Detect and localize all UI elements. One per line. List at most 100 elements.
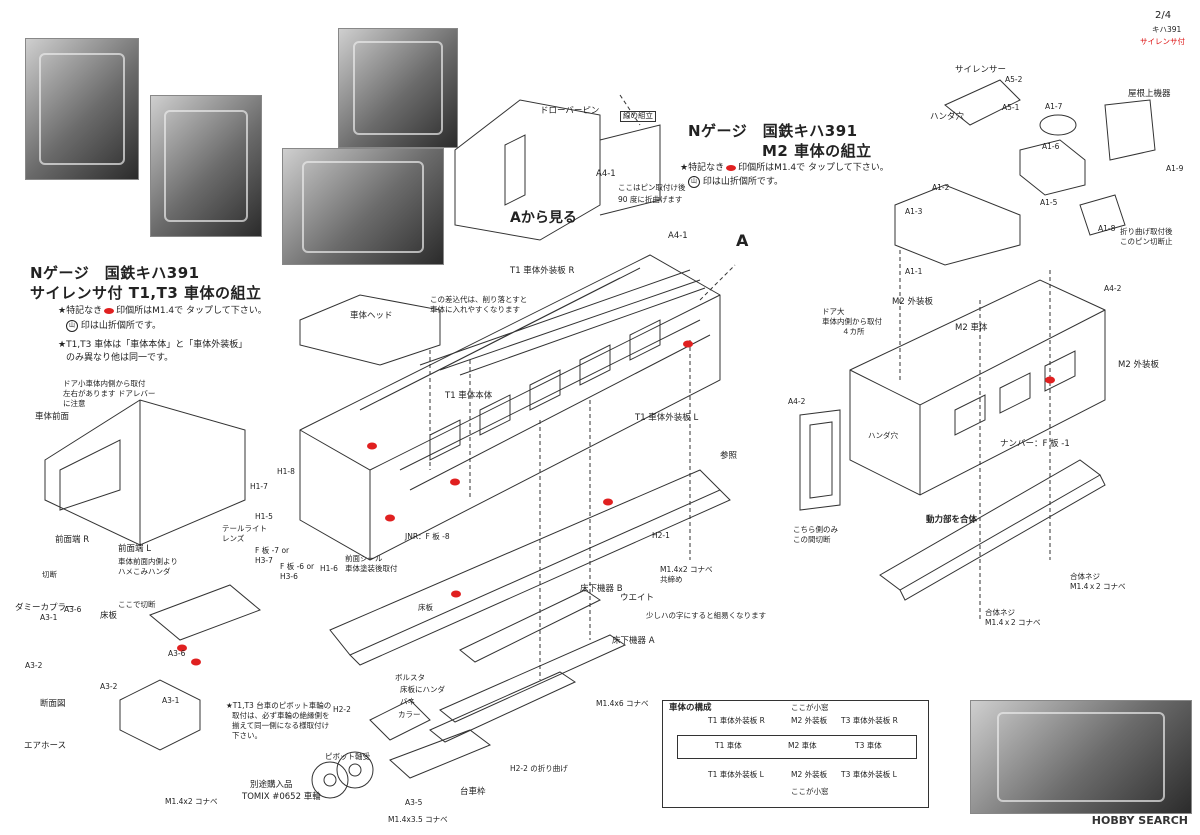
photo-body-shell-top [338,28,458,148]
small-window-bottom: ここが小窓 [791,787,829,796]
label-m14x6: M1.4x6 コナベ [596,699,649,708]
label-bolster: ボルスタ [395,673,425,682]
label-solder-hole-2: ハンダ穴 [868,431,898,440]
label-door-note-1: ドア小車体内側から取付 [63,379,146,388]
config-body-2: T3 車体 [855,741,882,750]
right-title-line-1: Nゲージ 国鉄キハ391 [688,122,858,140]
body-config-title: 車体の構成 [669,703,712,713]
label-arrow-a: A [736,231,749,250]
label-weight-note: 少しハの字にすると組易くなります [646,611,767,620]
photo-front-view [25,38,139,180]
label-bogie-note-4: 下さい。 [232,731,262,740]
label-m2-outer-top: M2 外装板 [892,297,933,307]
label-h1-6: H1-6 [320,564,338,573]
model-line-2: サイレンサ付 [1140,37,1185,46]
left-note-fold-suffix: 印は山折個所です。 [80,321,161,331]
label-separate-purchase: 別途購入品 [250,780,293,790]
label-m14x35: M1.4x3.5 コナベ [388,815,448,824]
label-a4-2-left: A4-2 [788,397,806,406]
label-tomix-wheels: TOMIX #0652 車輪 [242,792,321,802]
label-combined-screw-2-1: 合体ネジ [985,608,1015,617]
config-body-0: T1 車体 [715,741,742,750]
label-tail-light: テールライト [222,524,267,533]
label-h2-1: H2-1 [652,531,670,540]
label-only-this-side-2: この間切断 [793,535,831,544]
label-power-unit: 動力部を合体 [926,515,978,525]
label-f6-1: F 板 -6 or [280,562,315,571]
label-lens: レンズ [222,534,245,543]
label-fold-pin-note-1: 折り曲げ取付後 [1120,227,1173,236]
label-a4-1-top: A4-1 [596,169,616,179]
right-title-line-2: M2 車体の組立 [762,142,872,160]
watermark: HOBBY SEARCH [1091,814,1188,827]
label-a5-1: A5-1 [1002,103,1020,112]
label-a3-2-top: A3-2 [25,661,43,670]
label-pin-instruction-1: ここはピン取付け後 [618,183,686,192]
right-note-tap-prefix: ★特記なき [680,163,725,173]
left-note-3-line-1: ★T1,T3 車体は「車体本体」と「車体外装板」 [58,340,248,350]
label-combined-screw-2-2: M1.4ｘ2 コナベ [985,618,1041,627]
label-body-head: 車体ヘッド [350,311,393,321]
label-underfloor-b: 床下機器 B [580,584,623,594]
label-m14x2-b: M1.4x2 コナベ [165,797,218,806]
config-outer-r-2: T3 車体外装板 R [841,716,898,725]
label-combined-screw-1-2: M1.4ｘ2 コナベ [1070,582,1126,591]
label-common: 共締め [660,575,683,584]
label-a1-3: A1-3 [905,207,923,216]
label-draw-bar-pin: ドローバーピン [540,106,600,116]
label-a1-1: A1-1 [905,267,923,276]
label-a4-2-top: A4-2 [1104,284,1122,293]
left-note-tap-suffix: 印個所はM1.4で タップして下さい。 [116,306,267,316]
label-cut: 切断 [42,570,57,579]
label-a3-5: A3-5 [405,798,423,807]
label-a3-2-mid: A3-2 [100,682,118,691]
label-a1-6: A1-6 [1042,142,1060,151]
label-door-note-3: に注意 [63,399,86,408]
label-a1-7: A1-7 [1045,102,1063,111]
tap-marker-icon [104,307,115,314]
label-door-large-1: ドア大 [822,307,845,316]
label-a1-2: A1-2 [932,183,950,192]
label-front-end-note-2: ハメこみハンダ [118,567,171,576]
label-collar: カラー [398,710,421,719]
right-note-tap: ★特記なき印個所はM1.4で タップして下さい。 [680,160,889,173]
label-underfloor-a: 床下機器 A [612,636,655,646]
label-spring: バネ [400,697,415,706]
mountain-fold-icon: 山 [688,175,700,188]
label-a4-1-side: A4-1 [668,231,688,241]
label-section-view: 断面図 [40,699,66,709]
label-a3-6-mid: A3-6 [168,649,186,658]
label-combined-screw-1-1: 合体ネジ [1070,572,1100,581]
label-door-large-2: 車体内側から取付 [822,317,882,326]
right-note-fold: 山 印は山折個所です。 [688,174,783,188]
label-silencer: サイレンサー [955,65,1007,75]
label-bogie-note-2: 取付は、必ず車輪の絶縁側を [232,711,330,720]
label-a3-1-top: A3-1 [40,613,58,622]
label-floor: 床板 [100,611,118,621]
photo-body-shell-open [282,148,444,265]
label-t1-outer-l: T1 車体外装板 L [635,413,699,423]
label-pivot-wheels: ピボット軸受 [325,752,370,761]
label-view-from-a: Aから見る [510,210,577,226]
label-a5-2: A5-2 [1005,75,1023,84]
label-h1-5: H1-5 [255,512,273,521]
mountain-fold-icon: 山 [66,319,78,332]
label-pin-instruction-2: 90 度に折曲げます [618,195,683,204]
label-f7-1: F 板 -7 or [255,546,290,555]
label-m14x2-a: M1.4x2 コナベ [660,565,713,574]
label-body-front: 車体前面 [35,412,70,422]
left-note-tap-prefix: ★特記なき [58,306,103,316]
label-h1-8: H1-8 [277,467,295,476]
label-h2-2: H2-2 [333,705,351,714]
config-outer-l-1: M2 外装板 [791,770,828,779]
label-floor-plate: 床板 [418,603,433,612]
right-note-fold-suffix: 印は山折個所です。 [702,177,783,187]
page-number: 2/4 [1155,10,1172,21]
label-number-plate: ナンバー：F 板 -1 [1000,439,1070,449]
label-door-note-2: 左右があります ドアレバー [63,389,156,398]
label-t1-body: T1 車体本体 [445,391,493,401]
label-front-end-note-1: 車体前面内側より [118,557,178,566]
label-mountain-fold-line: 線の組立 [620,111,656,122]
label-cut-here: ここで切断 [118,600,156,609]
